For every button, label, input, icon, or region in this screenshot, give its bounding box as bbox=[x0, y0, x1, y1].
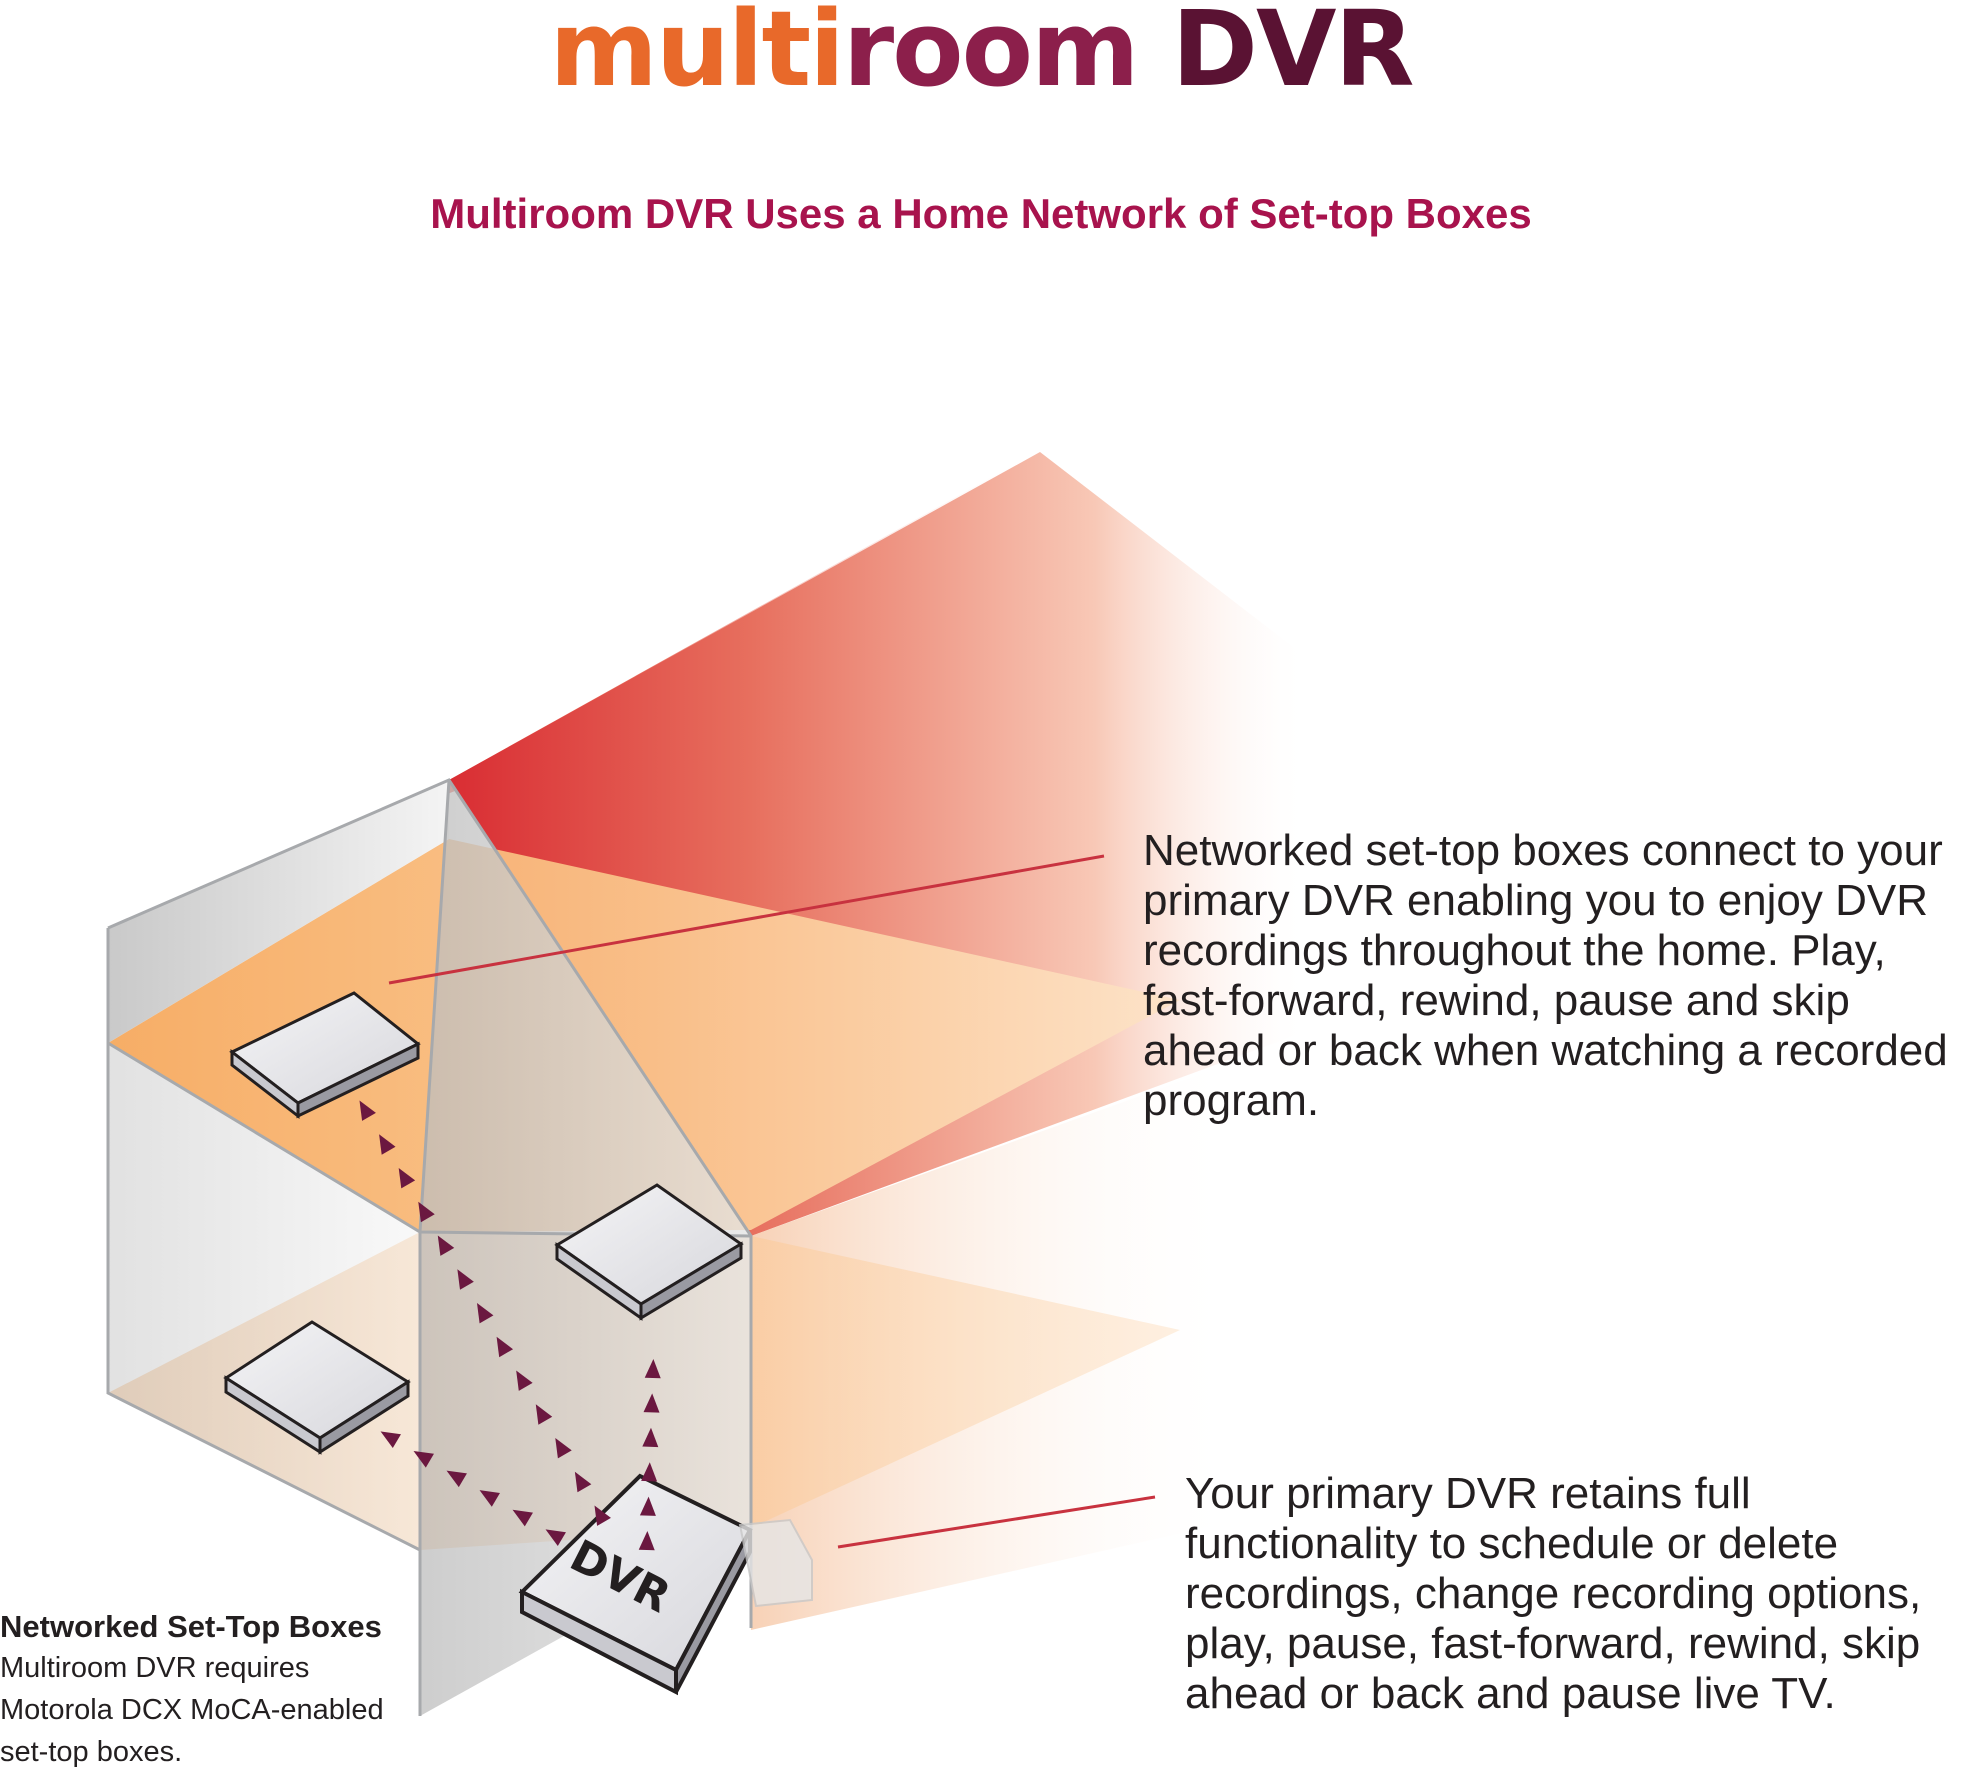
network-arrow-head bbox=[638, 1531, 655, 1551]
network-arrow-head bbox=[413, 1450, 434, 1468]
network-arrow-head bbox=[594, 1505, 611, 1526]
network-arrow-head bbox=[398, 1167, 416, 1189]
network-arrow-head bbox=[359, 1100, 376, 1121]
logo-part-multi: multi bbox=[549, 0, 844, 110]
dvr-shelf bbox=[738, 1518, 813, 1608]
network-arrow-head bbox=[479, 1490, 500, 1507]
diagram-subtitle: Multiroom DVR Uses a Home Network of Set… bbox=[430, 190, 1532, 237]
network-arrow-head bbox=[644, 1359, 661, 1379]
network-arrow-head bbox=[641, 1462, 658, 1482]
network-arrow-head bbox=[446, 1470, 467, 1488]
logo-part-room: room bbox=[842, 0, 1140, 110]
brand-logo: multiroom DVR bbox=[0, 0, 1962, 106]
network-arrow-head bbox=[545, 1529, 566, 1546]
network-arrow-head bbox=[496, 1336, 514, 1358]
leader-line-primary bbox=[837, 1495, 1156, 1549]
network-arrow-head bbox=[535, 1404, 553, 1425]
left-gable-wall bbox=[108, 780, 449, 1043]
stb-upper-left bbox=[229, 991, 421, 1120]
network-arrow-head bbox=[639, 1496, 656, 1516]
network-arrow-head bbox=[457, 1269, 474, 1290]
leader-line-networked bbox=[388, 854, 1105, 985]
callout-primary-dvr: Your primary DVR retains full functional… bbox=[1185, 1469, 1922, 1718]
caption-line: set-top boxes. bbox=[0, 1736, 183, 1768]
network-arrow-head bbox=[512, 1509, 533, 1527]
network-arrow-head bbox=[643, 1393, 660, 1413]
network-arrow-head bbox=[379, 1134, 396, 1155]
caption-title: Networked Set-Top Boxes bbox=[0, 1609, 382, 1644]
upper-floor bbox=[108, 839, 1180, 1232]
network-arrow-head bbox=[516, 1370, 533, 1391]
stb-upper-right bbox=[554, 1183, 744, 1321]
network-arrow-head bbox=[555, 1437, 572, 1459]
network-arrow-head bbox=[574, 1471, 592, 1493]
stb-lower-left bbox=[223, 1320, 411, 1455]
network-arrows bbox=[359, 1100, 661, 1551]
network-arrow-head bbox=[418, 1201, 435, 1223]
caption-line: Multiroom DVR requires bbox=[0, 1652, 310, 1684]
caption-block: Networked Set-Top Boxes Multiroom DVR re… bbox=[0, 1607, 500, 1773]
network-arrow-head bbox=[476, 1302, 494, 1324]
network-arrow-head bbox=[380, 1431, 401, 1448]
caption-line: Motorola DCX MoCA-enabled bbox=[0, 1694, 384, 1726]
logo-part-dvr: DVR bbox=[1137, 0, 1415, 110]
callout-networked: Networked set-top boxes connect to your … bbox=[1143, 826, 1948, 1125]
caption-body: Multiroom DVR requires Motorola DCX MoCA… bbox=[0, 1647, 500, 1773]
network-arrow-head bbox=[642, 1427, 659, 1448]
network-arrow-head bbox=[437, 1235, 455, 1256]
